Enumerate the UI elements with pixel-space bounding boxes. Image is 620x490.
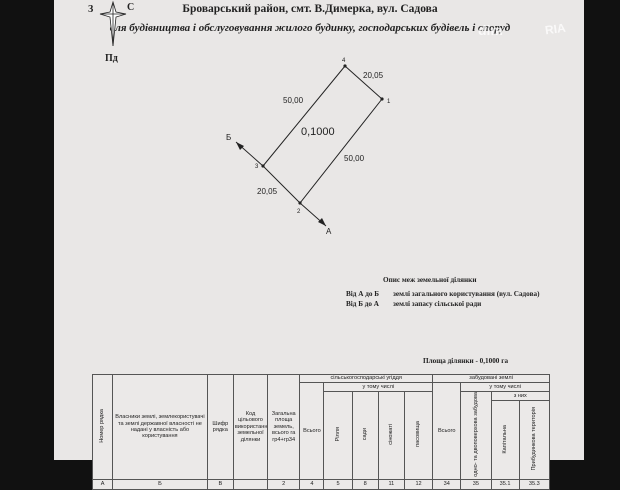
- header-pastures: пасовища: [403, 390, 434, 481]
- limits-row-2-text: землі запасу сільської ради: [393, 300, 482, 308]
- header-hayfields: сіножаті: [377, 390, 405, 481]
- point-1-marker: [380, 97, 384, 101]
- header-arable: Рілля: [323, 390, 353, 481]
- header-owners: Власники землі, землекористувачі та земл…: [112, 373, 208, 481]
- side-left-length: 50,00: [283, 96, 304, 105]
- point-2-label: 2: [297, 209, 301, 215]
- limits-title: Опис меж земельної ділянки: [383, 276, 477, 284]
- address-heading: Броварський район, смт. В.Димерка, вул. …: [182, 3, 438, 15]
- num-cell: 12: [403, 479, 434, 490]
- point-1-label: 1: [387, 99, 391, 105]
- num-cell: 11: [377, 479, 405, 490]
- num-cell: 34: [432, 479, 462, 490]
- header-capital: Капітальна: [490, 400, 520, 481]
- num-cell: А: [91, 479, 114, 490]
- compass-south-label: Пд: [105, 53, 118, 64]
- limits-row-1-from: Від А до Б: [346, 290, 379, 298]
- header-row-number: Номер рядка: [91, 373, 114, 481]
- parcel-area-label: 0,1000: [301, 126, 335, 138]
- compass-rose-icon: [99, 0, 127, 47]
- num-cell: 2: [267, 479, 301, 490]
- plot-plan-drawing: 4 1 2 3 20,05 50,00 50,00 20,05 0,1000 А…: [99, 0, 391, 236]
- land-explication-table: Номер рядка Власники землі, землекористу…: [91, 373, 551, 490]
- compass-west-label: З: [88, 4, 94, 15]
- num-cell: 35: [460, 479, 492, 490]
- num-cell: 5: [323, 479, 353, 490]
- point-4-marker: [343, 64, 347, 68]
- header-low-rise: одно- та двоповерхова забудова: [460, 390, 492, 481]
- side-right-length: 50,00: [344, 154, 365, 163]
- header-built-incl: у тому числі: [460, 382, 550, 392]
- num-cell: 35.3: [518, 479, 551, 490]
- side-bottom-length: 20,05: [257, 187, 278, 196]
- parcel-area-statement: Площа ділянки - 0,1000 га: [423, 357, 509, 365]
- limits-row-2-from: Від Б до А: [346, 300, 379, 308]
- num-cell: 8: [351, 479, 379, 490]
- compass-east-label: С: [127, 2, 135, 13]
- point-3-marker: [261, 164, 265, 168]
- header-of-them: з них: [490, 390, 551, 402]
- arrow-b-icon: [236, 142, 244, 150]
- watermark-dim: dim: [478, 22, 503, 38]
- marker-b-label: Б: [226, 133, 231, 142]
- marker-a-label: А: [326, 227, 332, 236]
- point-2-marker: [298, 201, 302, 205]
- header-built-land: забудовані землі: [432, 374, 550, 383]
- limits-row-1-text: землі загального користування (вул. Садо…: [393, 290, 540, 298]
- num-cell: 4: [299, 479, 325, 490]
- purpose-heading: для будівництва і обслуговування жилого …: [109, 22, 511, 34]
- header-purpose-code: Код цільового використання земельної діл…: [232, 373, 269, 481]
- arrow-a-icon: [318, 218, 326, 226]
- num-cell: Б: [112, 479, 208, 490]
- header-built-total: Всього: [432, 381, 462, 481]
- header-agri-land: сільськогосподарські угіддя: [299, 374, 434, 383]
- point-3-label: 3: [255, 164, 259, 170]
- num-cell: В: [206, 479, 234, 490]
- point-4-label: 4: [342, 58, 346, 64]
- header-gardens: сади: [351, 390, 379, 481]
- header-agri-incl: у тому числі: [323, 382, 434, 392]
- header-agri-total: Всього: [299, 381, 325, 481]
- num-cell: 35.1: [490, 479, 520, 490]
- header-adjacent-territory: Прибудинкова територія: [518, 400, 551, 481]
- header-total-area: Загальна площа земель, всього га гр4+гр3…: [267, 373, 301, 481]
- num-cell: [232, 479, 269, 490]
- side-top-length: 20,05: [363, 71, 384, 80]
- header-code: Шифр рядка: [206, 373, 234, 481]
